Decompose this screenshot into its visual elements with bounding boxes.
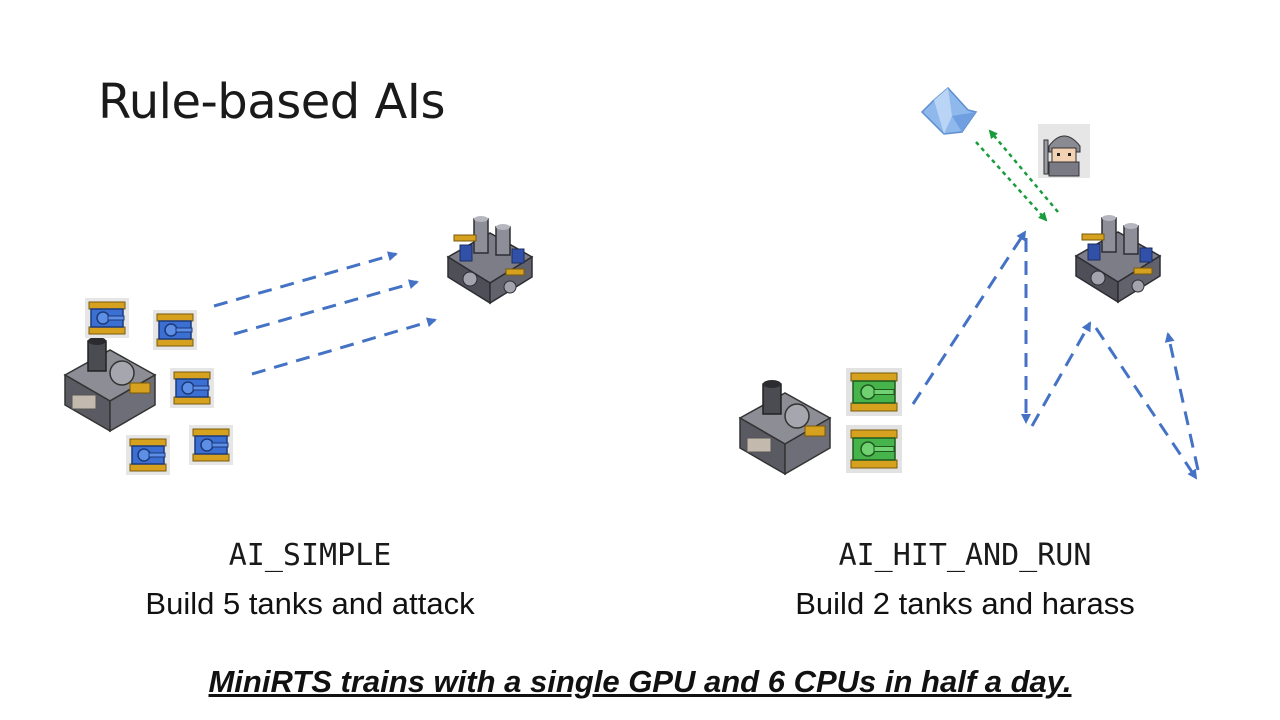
harass-arrows — [911, 230, 1200, 480]
blue-tank-icon — [152, 309, 198, 351]
worker-icon — [1038, 124, 1090, 178]
factory-icon — [64, 336, 156, 432]
slide-title: Rule-based AIs — [98, 74, 445, 130]
blue-tank-icon — [125, 434, 171, 476]
ai-hit-and-run-name: AI_HIT_AND_RUN — [838, 538, 1092, 573]
ai-simple-name: AI_SIMPLE — [228, 538, 392, 573]
ai-hit-and-run-description: Build 2 tanks and harass — [795, 586, 1135, 621]
blue-tank-icon — [84, 297, 130, 339]
base-icon — [1075, 214, 1161, 303]
crystal-icon — [920, 86, 978, 135]
base-icon — [447, 215, 533, 304]
factory-icon — [739, 379, 831, 475]
green-tank-icon — [845, 424, 903, 474]
blue-tank-icon — [188, 424, 234, 466]
gather-arrows — [975, 129, 1059, 222]
blue-tank-icon — [169, 367, 215, 409]
ai-simple-description: Build 5 tanks and attack — [145, 586, 475, 621]
green-tank-icon — [845, 367, 903, 417]
attack-arrows — [213, 251, 437, 376]
footnote: MiniRTS trains with a single GPU and 6 C… — [208, 664, 1072, 699]
